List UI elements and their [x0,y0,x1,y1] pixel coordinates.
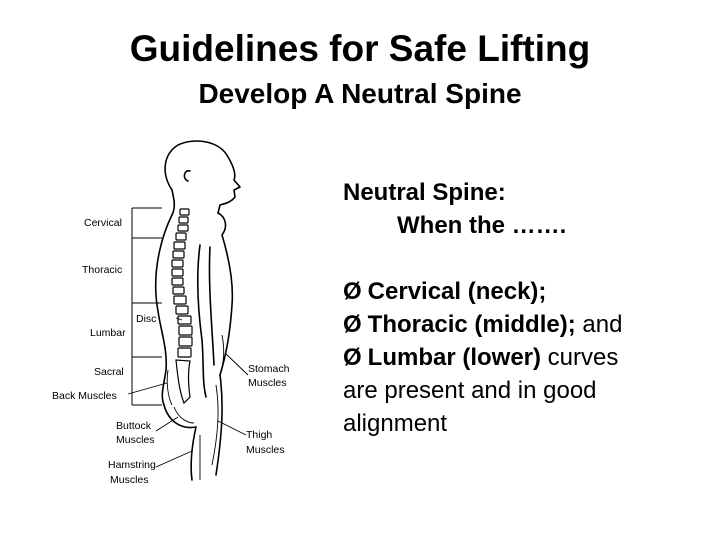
sacrum [175,359,191,405]
label-sacral: Sacral [94,366,124,378]
muscle-lines [166,334,225,480]
spacer [343,242,703,275]
slide-subtitle: Develop A Neutral Spine [198,78,522,109]
bullet-arrow-icon: Ø [343,278,362,305]
label-thigh-line1: Thigh [246,429,272,441]
label-thoracic: Thoracic [82,264,122,276]
slide-title: Guidelines for Safe Lifting [129,28,591,69]
body-outline [154,140,241,481]
bullet-rest-text: and [575,311,623,338]
label-stomach-line2: Muscles [248,377,287,389]
bullet-arrow-icon: Ø [343,344,362,371]
bullet-bold-text: Cervical (neck); [367,278,547,305]
spine-anatomy-illustration: Cervical Thoracic Disc Lumbar Sacral Bac… [52,140,290,486]
bullet-arrow-icon: Ø [343,311,362,338]
label-hamstring-line2: Muscles [110,474,149,486]
bullet-rest-text: curves [541,344,619,371]
label-buttock-line2: Muscles [116,434,155,446]
spine-vertebrae [171,208,193,358]
definition-lead: When the ……. [397,212,567,239]
label-pointers [127,317,249,468]
label-lumbar: Lumbar [90,327,126,339]
label-thigh-line2: Muscles [246,444,285,456]
label-cervical: Cervical [84,217,122,229]
region-brackets [131,207,162,406]
label-buttock-line1: Buttock [116,420,152,432]
bullet-bold-text: Lumbar (lower) [367,344,542,371]
label-stomach-line1: Stomach [248,363,290,375]
label-disc: Disc [136,313,156,325]
definition-heading: Neutral Spine: [343,179,506,206]
spine-anatomy-figure: Cervical Thoracic Disc Lumbar Sacral Bac… [50,135,340,495]
bullet-bold-text: Thoracic (middle); [367,311,576,338]
label-hamstring-line1: Hamstring [108,459,156,471]
label-back-muscles: Back Muscles [52,390,117,402]
definition-tail: are present and in good alignment [343,377,597,437]
